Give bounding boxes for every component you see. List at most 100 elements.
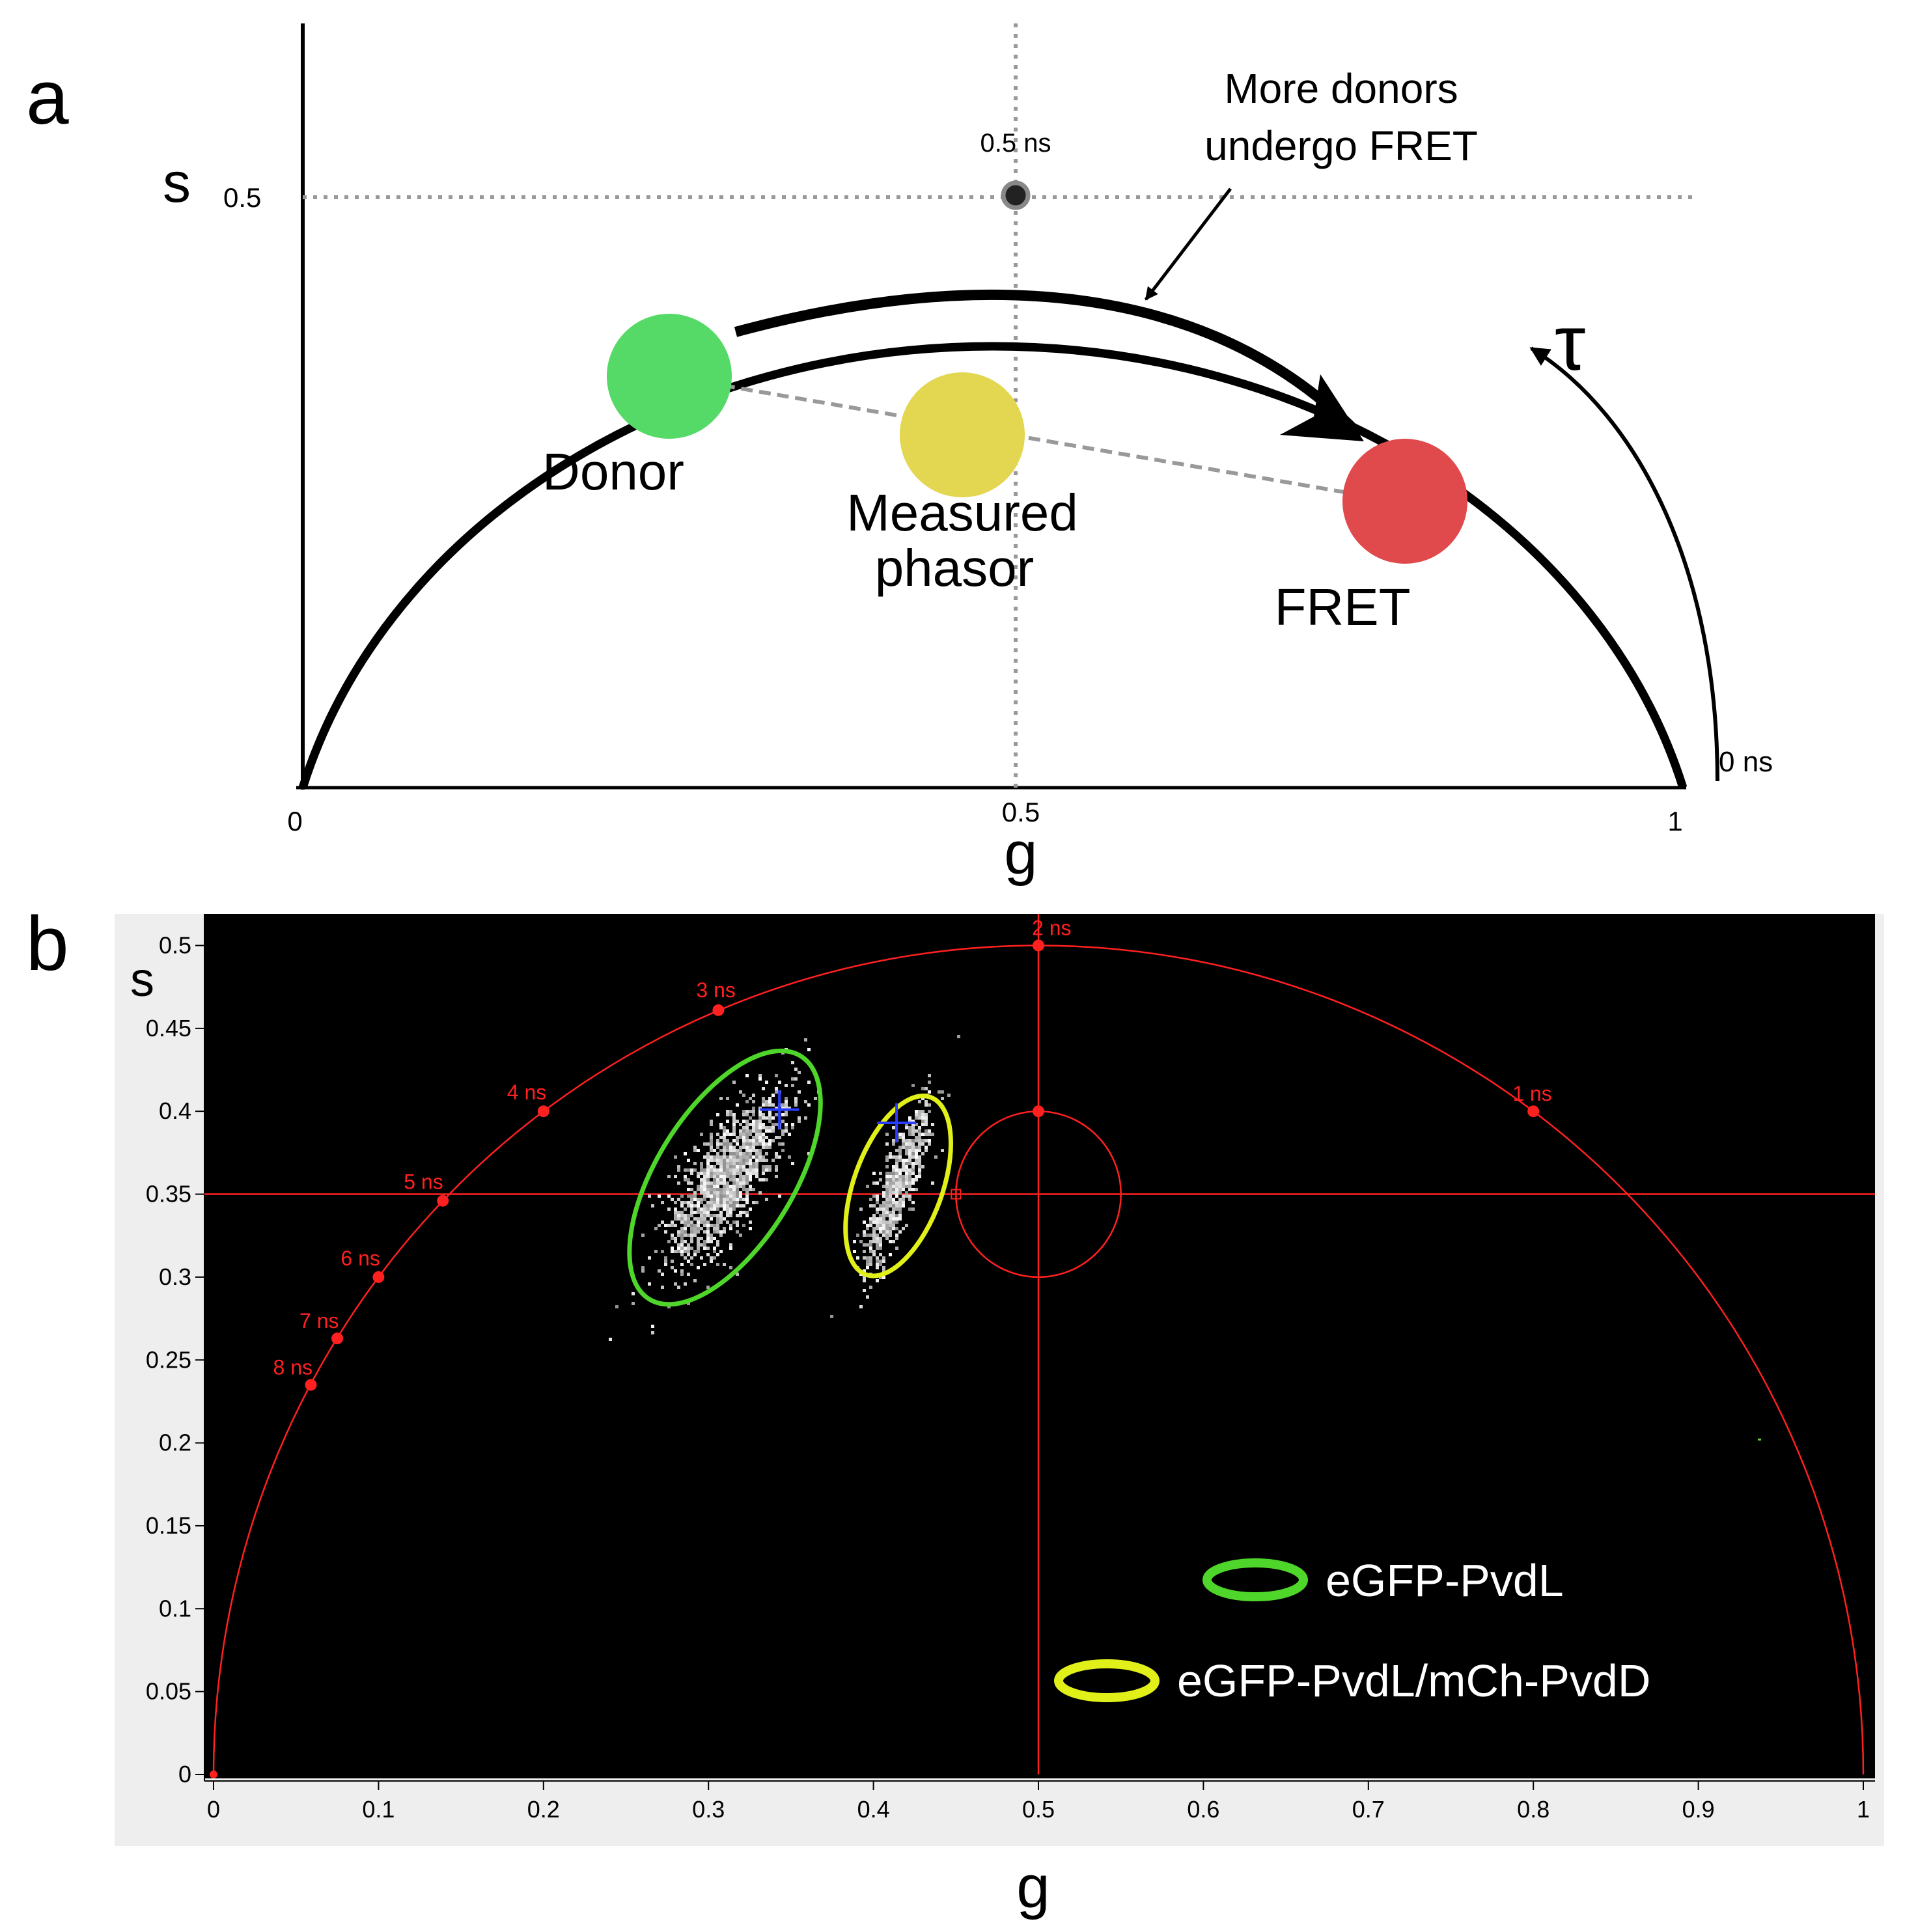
cloud-pixel-egfp-pvdl [742, 1185, 745, 1188]
cloud-pixel-egfp-pvdl [807, 1081, 811, 1084]
cloud-pixel-egfp-pvdl-mch-pvdd [924, 1133, 928, 1136]
cloud-pixel-egfp-pvdl-mch-pvdd [889, 1198, 892, 1201]
cloud-pixel-egfp-pvdl [739, 1178, 742, 1181]
cloud-pixel-egfp-pvdl-mch-pvdd [882, 1194, 885, 1198]
cloud-pixel-egfp-pvdl-mch-pvdd [895, 1155, 898, 1159]
cloud-pixel-egfp-pvdl [693, 1217, 697, 1221]
cloud-pixel-egfp-pvdl [723, 1162, 726, 1165]
cloud-pixel-egfp-pvdl [723, 1152, 726, 1155]
cloud-pixel-egfp-pvdl-mch-pvdd [876, 1224, 879, 1227]
cloud-pixel-egfp-pvdl [697, 1175, 700, 1178]
cloud-pixel-egfp-pvdl-mch-pvdd [902, 1178, 905, 1181]
cloud-pixel-egfp-pvdl-mch-pvdd [902, 1201, 905, 1204]
cloud-pixel-egfp-pvdl [807, 1152, 811, 1155]
cloud-pixel-egfp-pvdl-mch-pvdd [928, 1142, 931, 1146]
cloud-pixel-egfp-pvdl [641, 1269, 645, 1273]
cloud-pixel-egfp-pvdl-mch-pvdd [869, 1263, 872, 1266]
cloud-pixel-egfp-pvdl [768, 1097, 771, 1100]
cloud-pixel-egfp-pvdl [745, 1181, 749, 1185]
cloud-pixel-egfp-pvdl-mch-pvdd [869, 1234, 872, 1237]
cloud-pixel-egfp-pvdl [758, 1129, 762, 1133]
cloud-pixel-egfp-pvdl [749, 1208, 752, 1211]
cloud-pixel-egfp-pvdl-mch-pvdd [915, 1152, 918, 1155]
cloud-pixel-egfp-pvdl-mch-pvdd [882, 1230, 885, 1234]
cloud-pixel-egfp-pvdl-mch-pvdd [908, 1120, 911, 1123]
cloud-pixel-egfp-pvdl-mch-pvdd [882, 1221, 885, 1224]
cloud-pixel-egfp-pvdl-mch-pvdd [921, 1116, 924, 1120]
cloud-pixel-egfp-pvdl [758, 1149, 762, 1152]
cloud-pixel-egfp-pvdl [791, 1162, 794, 1165]
cloud-pixel-egfp-pvdl [713, 1188, 716, 1191]
cloud-pixel-egfp-pvdl [807, 1103, 811, 1107]
cloud-pixel-egfp-pvdl [729, 1172, 732, 1175]
cloud-pixel-egfp-pvdl [732, 1181, 736, 1185]
cloud-pixel-egfp-pvdl [729, 1146, 732, 1149]
cloud-pixel-egfp-pvdl [762, 1155, 765, 1159]
cloud-pixel-egfp-pvdl-mch-pvdd [908, 1188, 911, 1191]
cloud-pixel-egfp-pvdl [713, 1201, 716, 1204]
cloud-pixel-egfp-pvdl [804, 1100, 807, 1103]
cloud-pixel-egfp-pvdl [781, 1142, 785, 1146]
cloud-pixel-egfp-pvdl [687, 1214, 690, 1217]
panel-b-y-tick-label: 0.4 [159, 1097, 191, 1124]
cloud-pixel-egfp-pvdl [726, 1142, 729, 1146]
cloud-pixel-egfp-pvdl [651, 1204, 654, 1208]
cloud-pixel-egfp-pvdl [771, 1139, 775, 1142]
cloud-pixel-egfp-pvdl-mch-pvdd [915, 1146, 918, 1149]
cloud-pixel-egfp-pvdl [700, 1227, 703, 1230]
cloud-pixel-egfp-pvdl-mch-pvdd [921, 1133, 924, 1136]
cloud-pixel-egfp-pvdl [723, 1188, 726, 1191]
cloud-pixel-egfp-pvdl [693, 1230, 697, 1234]
cloud-pixel-egfp-pvdl-mch-pvdd [898, 1175, 902, 1178]
cloud-pixel-egfp-pvdl-mch-pvdd [957, 1035, 960, 1038]
cloud-pixel-egfp-pvdl [700, 1181, 703, 1185]
cloud-pixel-egfp-pvdl [706, 1211, 710, 1214]
cloud-pixel-egfp-pvdl [745, 1146, 749, 1149]
cloud-pixel-egfp-pvdl-mch-pvdd [911, 1168, 915, 1172]
panel-b-selections [627, 1048, 953, 1307]
cloud-pixel-egfp-pvdl [710, 1214, 713, 1217]
cloud-pixel-egfp-pvdl [719, 1188, 723, 1191]
cloud-pixel-egfp-pvdl-mch-pvdd [902, 1188, 905, 1191]
cloud-pixel-egfp-pvdl [726, 1110, 729, 1113]
cloud-pixel-egfp-pvdl [726, 1204, 729, 1208]
panel-a-dashed-line [669, 374, 1406, 504]
cloud-pixel-egfp-pvdl-mch-pvdd [872, 1194, 876, 1198]
cloud-pixel-egfp-pvdl [684, 1227, 687, 1230]
cloud-pixel-egfp-pvdl-mch-pvdd [918, 1172, 921, 1175]
cloud-pixel-egfp-pvdl [788, 1155, 791, 1159]
cloud-pixel-egfp-pvdl [648, 1256, 651, 1260]
cloud-pixel-egfp-pvdl-mch-pvdd [908, 1149, 911, 1152]
cloud-pixel-egfp-pvdl [674, 1217, 677, 1221]
cloud-pixel-egfp-pvdl-mch-pvdd [882, 1211, 885, 1214]
cloud-pixel-egfp-pvdl-mch-pvdd [911, 1146, 915, 1149]
panel-a-tau-arrow [1529, 346, 1719, 782]
cloud-pixel-egfp-pvdl [726, 1188, 729, 1191]
cloud-pixel-egfp-pvdl [732, 1194, 736, 1198]
cloud-pixel-egfp-pvdl-mch-pvdd [902, 1168, 905, 1172]
cloud-pixel-egfp-pvdl [706, 1178, 710, 1181]
cloud-pixel-egfp-pvdl [791, 1077, 794, 1081]
cloud-pixel-egfp-pvdl [726, 1113, 729, 1116]
cloud-pixel-egfp-pvdl-mch-pvdd [902, 1185, 905, 1188]
cloud-pixel-egfp-pvdl-mch-pvdd [928, 1129, 931, 1133]
cloud-pixel-egfp-pvdl [716, 1181, 719, 1185]
cloud-pixel-egfp-pvdl-mch-pvdd [905, 1181, 908, 1185]
cloud-pixel-egfp-pvdl-mch-pvdd [882, 1208, 885, 1211]
cloud-pixel-egfp-pvdl [693, 1194, 697, 1198]
cloud-pixel-egfp-pvdl [716, 1263, 719, 1266]
cloud-pixel-egfp-pvdl [736, 1152, 739, 1155]
cloud-pixel-egfp-pvdl [739, 1123, 742, 1126]
cloud-pixel-egfp-pvdl [700, 1208, 703, 1211]
cloud-pixel-egfp-pvdl [680, 1221, 684, 1224]
cloud-pixel-egfp-pvdl [745, 1133, 749, 1136]
panel-b-x-tick-label: 1 [1857, 1796, 1870, 1823]
cloud-pixel-egfp-pvdl [713, 1256, 716, 1260]
cloud-pixel-egfp-pvdl [749, 1165, 752, 1168]
cloud-pixel-egfp-pvdl [677, 1181, 680, 1185]
cloud-pixel-egfp-pvdl [794, 1097, 798, 1100]
cloud-pixel-egfp-pvdl-mch-pvdd [898, 1230, 902, 1234]
cloud-pixel-egfp-pvdl-mch-pvdd [918, 1113, 921, 1116]
cloud-pixel-egfp-pvdl [710, 1172, 713, 1175]
cloud-pixel-egfp-pvdl-mch-pvdd [863, 1234, 866, 1237]
